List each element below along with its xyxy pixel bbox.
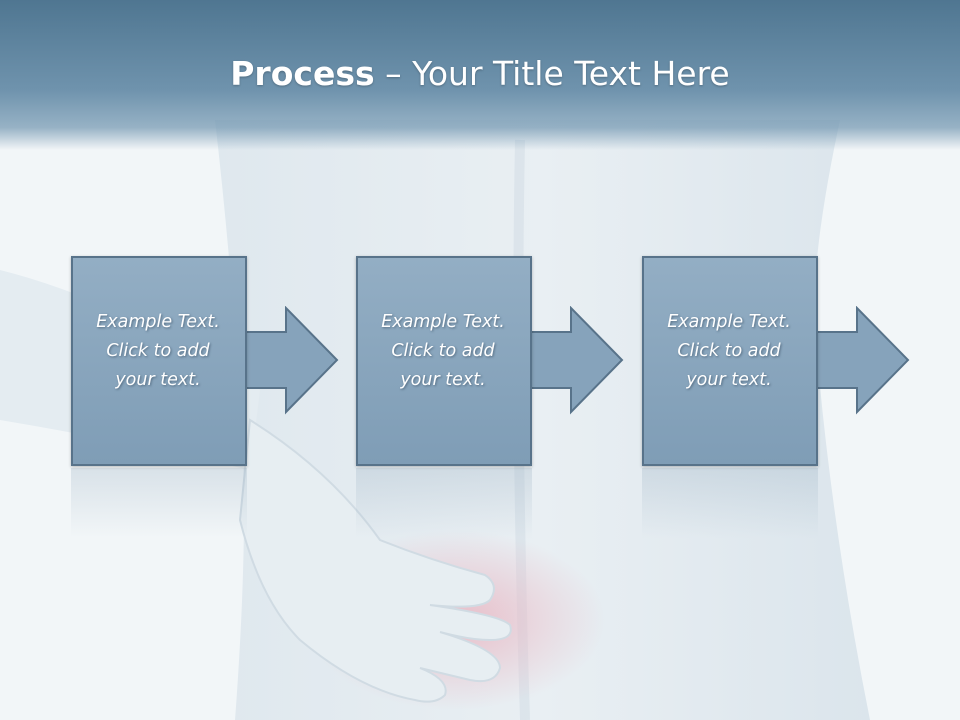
step-reflection	[71, 468, 247, 538]
title-strong: Process	[230, 54, 375, 93]
slide-title[interactable]: Process – Your Title Text Here	[0, 52, 960, 96]
arrow-right-icon	[241, 306, 339, 415]
process-step-2[interactable]: Example Text. Click to add your text.	[356, 256, 624, 466]
step-reflection	[356, 468, 532, 538]
step-text[interactable]: Example Text. Click to add your text.	[381, 312, 505, 390]
arrow-right-icon	[526, 306, 624, 415]
step-reflection	[642, 468, 818, 538]
step-text[interactable]: Example Text. Click to add your text.	[96, 312, 220, 390]
title-rest: – Your Title Text Here	[374, 54, 730, 93]
process-step-3[interactable]: Example Text. Click to add your text.	[642, 256, 910, 466]
process-step-1[interactable]: Example Text. Click to add your text.	[71, 256, 339, 466]
step-box	[356, 256, 532, 466]
step-box	[71, 256, 247, 466]
step-box	[642, 256, 818, 466]
step-text[interactable]: Example Text. Click to add your text.	[667, 312, 791, 390]
title-bar	[0, 0, 960, 150]
arrow-right-icon	[812, 306, 910, 415]
